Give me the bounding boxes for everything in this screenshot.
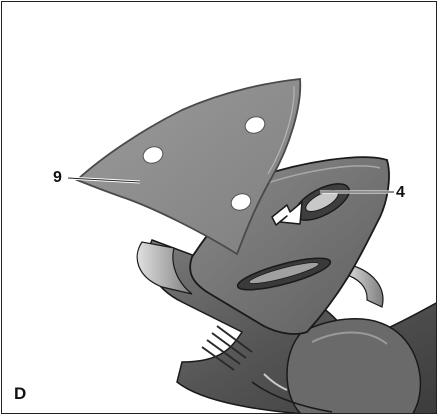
callout-label-4: 4	[396, 185, 405, 201]
sander-illustration	[2, 2, 437, 414]
panel-label: D	[14, 386, 26, 402]
callout-label-9: 9	[53, 170, 62, 186]
